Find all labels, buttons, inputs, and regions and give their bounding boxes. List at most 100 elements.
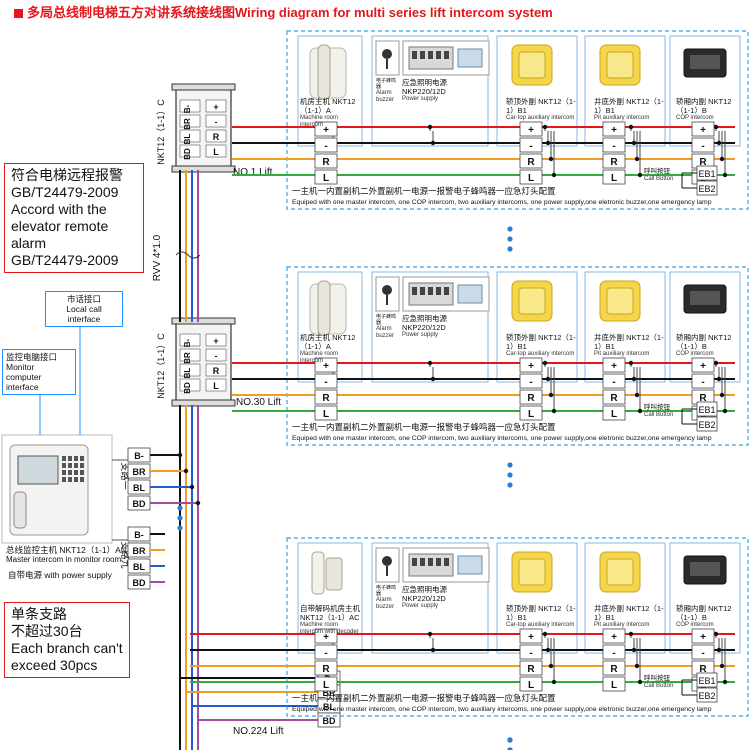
wire-junction [430, 376, 436, 382]
terminal-block [519, 628, 543, 644]
junction-terminal-label: B- [183, 338, 192, 347]
master-keypad-key [80, 463, 84, 468]
terminal-block [314, 357, 338, 373]
branch-limit-box: 单条支路 不超过30台 Each branch can't exceed 30p… [4, 602, 130, 678]
terminal-block [691, 357, 715, 373]
wire-junction [542, 124, 548, 130]
terminal-label: L [323, 409, 329, 420]
wire-junction [716, 140, 722, 146]
caption-cn: 轿厢内副 NKT12（1-1）B [676, 333, 732, 351]
diagram-title: 多局总线制电梯五方对讲系统接线图Wiring diagram for multi… [14, 2, 553, 21]
eb1-label: EB1 [698, 169, 715, 179]
terminal-label: R [527, 664, 535, 675]
device-handset-small [311, 551, 343, 595]
power-module-pin [428, 558, 433, 566]
caption-cn: 电子蜂鸣器 [376, 585, 397, 597]
terminal-label: R [699, 393, 707, 404]
branch-limit-line-1: 单条支路 [11, 606, 67, 622]
monitor-computer-interface: 监控电脑接口 Monitor computer interface [2, 349, 76, 395]
caption-cn: 应急照明电源NKP220/12D [402, 314, 447, 332]
power-module-pin [436, 558, 441, 566]
junction-terminal-label: - [215, 117, 218, 127]
terminal-label: + [611, 361, 617, 372]
lift-frame [286, 30, 749, 210]
aux-intercom-speaker-icon [606, 287, 634, 315]
power-module-pin [420, 51, 425, 59]
branch-bus-label: BD [133, 578, 146, 588]
terminal-label: R [610, 664, 618, 675]
alarm-standard-box: 符合电梯远程报警 GB/T24479-2009 Accord with the … [4, 163, 144, 273]
caption-cn: 轿顶外副 NKT12（1-1）B1 [506, 97, 576, 115]
terminal-label: - [324, 648, 327, 659]
terminal-block [602, 169, 626, 185]
wire-junction [545, 376, 551, 382]
battery-icon [457, 284, 483, 304]
terminal-block [314, 644, 338, 660]
wire-junction [713, 360, 719, 366]
terminal-block [519, 405, 543, 421]
power-module-pin [428, 51, 433, 59]
terminal-label: R [610, 157, 618, 168]
power-module-pin [420, 558, 425, 566]
terminal-label: R [527, 157, 535, 168]
wire-junction [719, 156, 725, 162]
handset-receiver-icon [311, 551, 325, 595]
config-text-cn: 一主机一内置副机二外置副机一电源一报警电子蜂鸣器一应急灯头配置 [292, 186, 556, 196]
wire-junction [634, 156, 640, 162]
terminal-label: L [323, 173, 329, 184]
junction-terminal [205, 378, 227, 392]
wire-junction [628, 631, 634, 637]
terminal-block [602, 676, 626, 692]
lift-groups: +-RL+-RL+-RL+-RLEB1EB2一主机一内置副机二外置副机一电源一报… [190, 30, 749, 750]
cop-intercom-grille-icon [690, 291, 720, 305]
terminal-block [519, 169, 543, 185]
wire-junction [722, 172, 728, 178]
branch-bus-label: BR [133, 546, 146, 556]
power-module-pin [428, 287, 433, 295]
wire-junction [195, 500, 201, 506]
caption-cn: 呼叫按钮 [644, 675, 670, 682]
master-keypad-key [62, 456, 66, 461]
caption-cn: 应急照明电源NKP220/12D [402, 78, 447, 96]
terminal-label: L [611, 680, 617, 691]
terminal-block [691, 628, 715, 644]
config-text-en: Equiped with one master intercom, one CO… [292, 706, 712, 713]
terminal-label: - [701, 377, 704, 388]
caption-cn: 轿顶外副 NKT12（1-1）B1 [506, 333, 576, 351]
branch-bus-label: B- [134, 451, 144, 461]
terminal-label: L [528, 409, 534, 420]
junction-terminal-label: BD [183, 382, 192, 394]
terminal-block [602, 373, 626, 389]
wire-junction [628, 124, 634, 130]
junction-terminal [205, 363, 227, 377]
caption-cn: 井底外副 NKT12（1-1）B1 [594, 333, 664, 351]
master-power-label: 自带电源 with power supply [8, 570, 112, 580]
wire-junction [427, 631, 433, 637]
caption-cn: 机房主机 NKT12（1-1）A [300, 97, 356, 115]
terminal-block [691, 137, 715, 153]
power-module-pin [412, 51, 417, 59]
terminal-block [314, 405, 338, 421]
terminal-block [314, 137, 338, 153]
junction-terminal [179, 363, 201, 377]
terminal-label: + [700, 361, 706, 372]
branch-limit-line-4: exceed 30pcs [11, 657, 98, 673]
branch-limit-line-2: 不超过30台 [11, 623, 83, 639]
caption-en: Pit auxiliary intercom [594, 351, 650, 357]
wire-junction [719, 392, 725, 398]
terminal-block [519, 121, 543, 137]
caption-en: Call Button [644, 176, 674, 182]
wire-junction [551, 172, 557, 178]
monitor-pc-en: Monitor computer interface [6, 362, 42, 392]
caption-cn: 井底外副 NKT12（1-1）B1 [594, 97, 664, 115]
device-handset [309, 44, 347, 100]
continuation-dot [507, 236, 513, 242]
power-module-pin [412, 287, 417, 295]
